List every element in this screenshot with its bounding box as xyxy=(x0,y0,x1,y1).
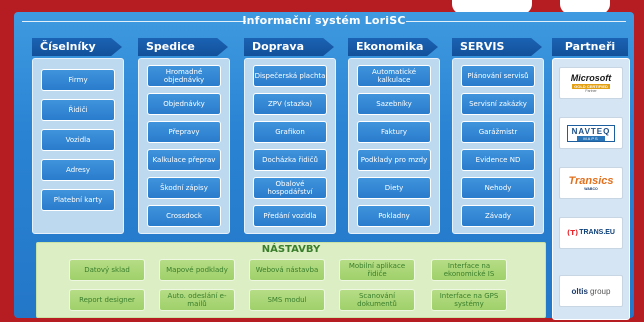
decorative-tab xyxy=(560,0,610,14)
column-header: Spedice xyxy=(138,38,228,56)
logo-caption: Partner xyxy=(585,88,597,93)
column-header: Doprava xyxy=(244,38,334,56)
column-panel: Automatické kalkulace Sazebníky Faktury … xyxy=(348,58,440,234)
module-tile[interactable]: Hromadné objednávky xyxy=(147,65,221,87)
module-tile[interactable]: Pokladny xyxy=(357,205,431,227)
column-ekonomika: Ekonomika Automatické kalkulace Sazebník… xyxy=(348,38,440,234)
module-tile[interactable]: Firmy xyxy=(41,69,115,91)
column-panel: Dispečerská plachta ZPV (stazka) Grafiko… xyxy=(244,58,336,234)
transics-logo[interactable]: Transics WABCO xyxy=(559,167,623,199)
logo-row: (T) TRANS.EU xyxy=(567,229,615,237)
module-tile[interactable]: Platební karty xyxy=(41,189,115,211)
logo-wordmark: NAVTEQ xyxy=(571,126,611,136)
logo-badge: GOLD CERTIFIED xyxy=(572,83,610,89)
module-tile[interactable]: Faktury xyxy=(357,121,431,143)
module-tile[interactable]: Vozidla xyxy=(41,129,115,151)
diagram-title: Informační systém LoriSC xyxy=(242,14,406,27)
column-header: SERVIS xyxy=(452,38,542,56)
module-tile[interactable]: Servisní zakázky xyxy=(461,93,535,115)
module-tile[interactable]: Závady xyxy=(461,205,535,227)
module-tile[interactable]: ZPV (stazka) xyxy=(253,93,327,115)
decorative-tab xyxy=(452,0,532,14)
microsoft-logo[interactable]: Microsoft GOLD CERTIFIED Partner xyxy=(559,67,623,99)
column-doprava: Doprava Dispečerská plachta ZPV (stazka)… xyxy=(244,38,336,234)
module-tile[interactable]: Docházka řidičů xyxy=(253,149,327,171)
transeu-logo[interactable]: (T) TRANS.EU xyxy=(559,217,623,249)
module-tile[interactable]: Garážmistr xyxy=(461,121,535,143)
column-header: Ekonomika xyxy=(348,38,438,56)
column-header: Partneři xyxy=(552,38,628,56)
partners-panel: Microsoft GOLD CERTIFIED Partner NAVTEQ … xyxy=(552,58,630,320)
extension-tile[interactable]: Mobilní aplikace řidiče xyxy=(339,259,415,281)
module-tile[interactable]: Automatické kalkulace xyxy=(357,65,431,87)
logo-caption: MAPS xyxy=(577,135,605,141)
column-spedice: Spedice Hromadné objednávky Objednávky P… xyxy=(138,38,230,234)
module-tile[interactable]: Předání vozidla xyxy=(253,205,327,227)
module-tile[interactable]: Přepravy xyxy=(147,121,221,143)
navteq-frame: NAVTEQ MAPS xyxy=(566,124,616,142)
module-tile[interactable]: Diety xyxy=(357,177,431,199)
extension-tile[interactable]: Interface na GPS systémy xyxy=(431,289,507,311)
extension-tile[interactable]: SMS modul xyxy=(249,289,325,311)
column-servis: SERVIS Plánování servisů Servisní zakázk… xyxy=(452,38,544,234)
extension-tile[interactable]: Interface na ekonomické IS xyxy=(431,259,507,281)
nastavby-title: NÁSTAVBY xyxy=(261,244,321,255)
title-rule xyxy=(406,21,626,22)
module-tile[interactable]: Dispečerská plachta xyxy=(253,65,327,87)
extension-tile[interactable]: Datový sklad xyxy=(69,259,145,281)
extension-tile[interactable]: Scanování dokumentů xyxy=(339,289,415,311)
extension-tile[interactable]: Mapové podklady xyxy=(159,259,235,281)
module-tile[interactable]: Objednávky xyxy=(147,93,221,115)
column-ciselniky: Číselníky Firmy Řidiči Vozidla Adresy Pl… xyxy=(32,38,124,234)
column-partneri: Partneři Microsoft GOLD CERTIFIED Partne… xyxy=(552,38,630,320)
module-tile[interactable]: Kalkulace přeprav xyxy=(147,149,221,171)
extension-tile[interactable]: Auto. odeslání e-mailů xyxy=(159,289,235,311)
column-header: Číselníky xyxy=(32,38,122,56)
logo-wordmark-suffix: group xyxy=(589,286,611,296)
logo-caption: WABCO xyxy=(584,186,598,191)
nastavby-panel: NÁSTAVBY Datový sklad Mapové podklady We… xyxy=(36,242,546,318)
extension-tile[interactable]: Webová nástavba xyxy=(249,259,325,281)
module-tile[interactable]: Podklady pro mzdy xyxy=(357,149,431,171)
column-panel: Hromadné objednávky Objednávky Přepravy … xyxy=(138,58,230,234)
module-tile[interactable]: Adresy xyxy=(41,159,115,181)
extension-tile[interactable]: Report designer xyxy=(69,289,145,311)
module-tile[interactable]: Nehody xyxy=(461,177,535,199)
module-tile[interactable]: Škodní zápisy xyxy=(147,177,221,199)
logo-wordmark: oltis xyxy=(571,286,588,296)
logo-wordmark: Transics xyxy=(568,174,614,187)
trans-eu-mark-icon: (T) xyxy=(567,229,579,237)
module-tile[interactable]: Grafikon xyxy=(253,121,327,143)
module-tile[interactable]: Obalové hospodářství xyxy=(253,177,327,199)
module-tile[interactable]: Plánování servisů xyxy=(461,65,535,87)
logo-row: oltis group xyxy=(572,287,611,296)
system-diagram: Informační systém LoriSC Číselníky Firmy… xyxy=(14,12,634,320)
module-tile[interactable]: Evidence ND xyxy=(461,149,535,171)
navteq-logo[interactable]: NAVTEQ MAPS xyxy=(559,117,623,149)
title-rule xyxy=(22,21,246,22)
module-tile[interactable]: Crossdock xyxy=(147,205,221,227)
logo-wordmark: Microsoft xyxy=(570,72,612,83)
logo-wordmark: TRANS.EU xyxy=(579,229,615,236)
column-panel: Plánování servisů Servisní zakázky Garáž… xyxy=(452,58,544,234)
column-panel: Firmy Řidiči Vozidla Adresy Platební kar… xyxy=(32,58,124,234)
oltis-logo[interactable]: oltis group xyxy=(559,275,623,307)
module-tile[interactable]: Sazebníky xyxy=(357,93,431,115)
module-tile[interactable]: Řidiči xyxy=(41,99,115,121)
